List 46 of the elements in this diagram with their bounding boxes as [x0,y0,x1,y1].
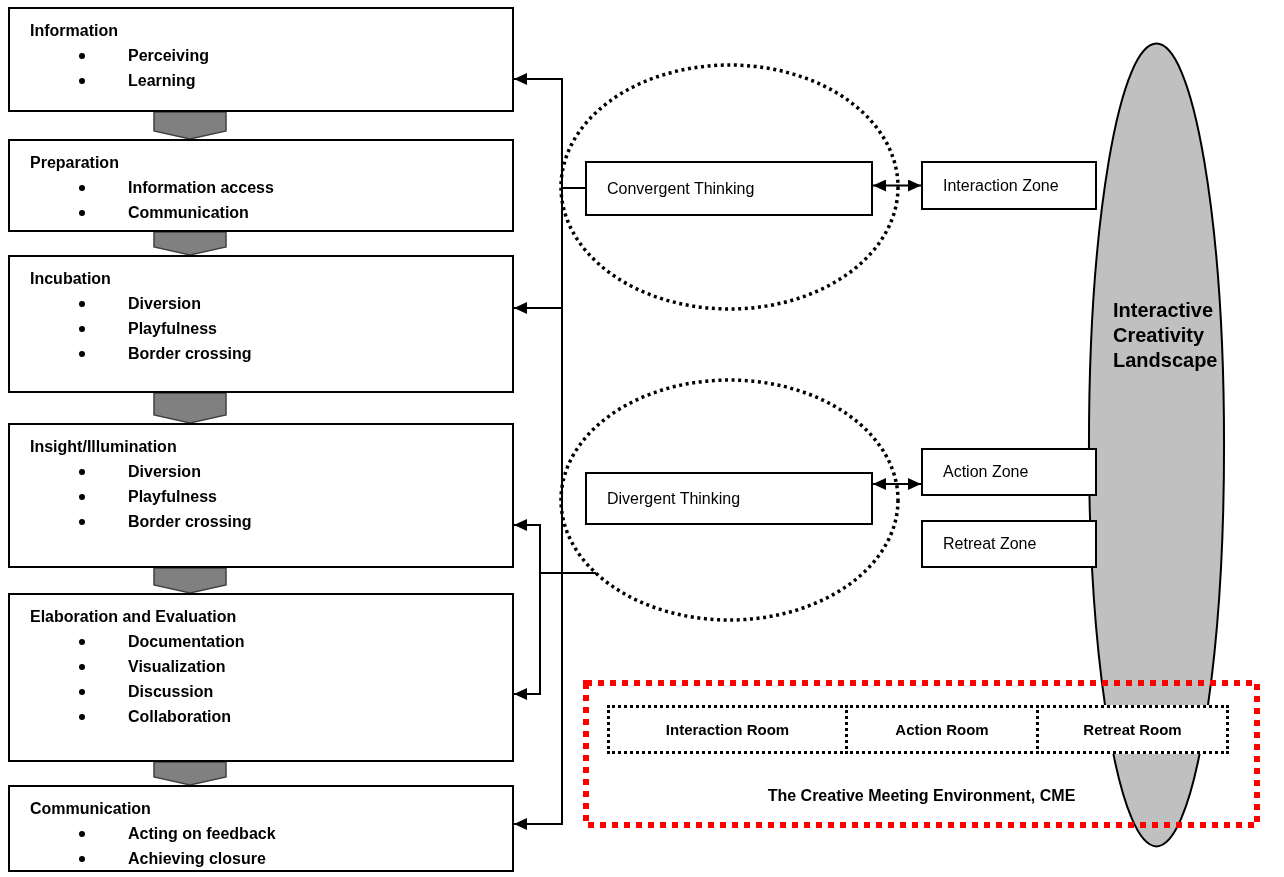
zone-box: Action Zone [921,448,1097,496]
block-arrow [153,231,227,256]
arrow [513,572,597,700]
bullet-item: Collaboration [128,706,232,727]
process-box [8,423,514,568]
bullet-item: Playfulness [128,486,217,507]
arrow [872,478,922,490]
block-arrow [153,761,227,786]
block-arrow [153,567,227,594]
block-arrow [153,111,227,140]
bullet-item: Perceiving [128,45,209,66]
stage-heading: Incubation [30,269,111,289]
bullet-item: Learning [128,70,196,91]
stage-heading: Elaboration and Evaluation [30,607,237,627]
bullet-item: Playfulness [128,318,217,339]
bullet-item: Visualization [128,656,226,677]
landscape-label: Interactive Creativity Landscape [1113,298,1219,373]
process-box [8,785,514,872]
bullet-item: Acting on feedback [128,823,276,844]
zone-box: Divergent Thinking [585,472,873,525]
block-arrow [153,392,227,424]
dotted-frame [583,680,1260,828]
process-box [8,139,514,232]
dotted-ellipse [561,65,898,309]
bullet-item: Diversion [128,461,201,482]
zone-box: Interaction Zone [921,161,1097,210]
stage-heading: Information [30,21,118,41]
zone-box: Convergent Thinking [585,161,873,216]
bullet-item: Discussion [128,681,214,702]
dotted-ellipse [561,380,898,620]
stage-heading: Communication [30,799,151,819]
bullet-item: Documentation [128,631,245,652]
bullet-item: Diversion [128,293,201,314]
process-box [8,7,514,112]
bullet-item: Information access [128,177,274,198]
process-box [8,255,514,393]
arrow [872,179,922,192]
bullet-item: Communication [128,202,249,223]
bullet-item: Border crossing [128,511,252,532]
stage-heading: Insight/Illumination [30,437,177,457]
environment-title: The Creative Meeting Environment, CME [767,787,1076,804]
bullet-item: Border crossing [128,343,252,364]
bullet-item: Achieving closure [128,848,266,869]
process-box [8,593,514,762]
stage-heading: Preparation [30,153,119,173]
zone-box: Retreat Zone [921,520,1097,568]
